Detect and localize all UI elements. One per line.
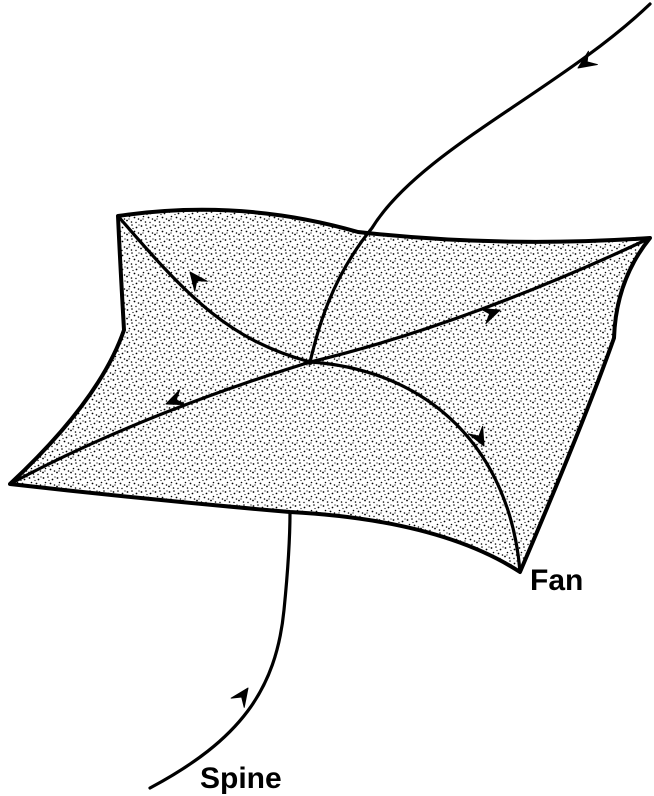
- fan-label: Fan: [530, 564, 583, 597]
- spine-label: Spine: [200, 762, 282, 795]
- null-point: [307, 359, 313, 365]
- fan-surface: [10, 210, 650, 572]
- spine-line-lower: [150, 512, 290, 788]
